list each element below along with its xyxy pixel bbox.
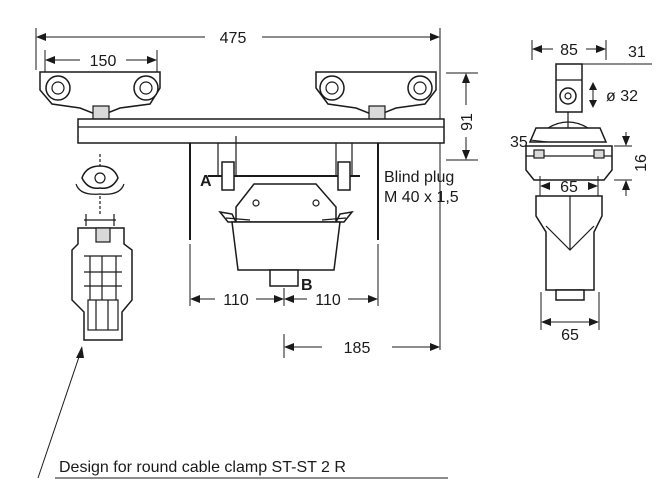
- dim-91-label: 91: [459, 113, 476, 131]
- dimension-16: 16: [614, 132, 650, 196]
- dim-85-label: 85: [560, 42, 578, 59]
- right-trolley: [315, 71, 437, 121]
- dimension-65-inner: 65: [539, 176, 599, 196]
- dim-475-label: 475: [220, 30, 247, 47]
- blind-plug-line1: Blind plug: [384, 169, 454, 186]
- side-view: 85 31 ø 32 35: [510, 40, 652, 344]
- dim-35-label: 35: [510, 134, 528, 151]
- dimension-150: 150: [44, 50, 158, 72]
- plug-housing: B: [218, 183, 354, 294]
- point-b-label: B: [301, 277, 313, 294]
- dim-31-label: 31: [628, 44, 646, 61]
- caption-leader: [37, 346, 448, 479]
- left-trolley: [39, 71, 161, 121]
- hanger-bars: A: [189, 143, 379, 240]
- dim-185-label: 185: [344, 340, 371, 357]
- dim-65-inner-label: 65: [560, 179, 578, 196]
- dimension-475: 475: [35, 28, 441, 350]
- dim-110-right-label: 110: [315, 292, 341, 309]
- dim-110-left-label: 110: [223, 292, 249, 309]
- dimension-65-bottom: 65: [540, 292, 600, 344]
- dimension-110-pair: 110 110: [189, 244, 379, 309]
- point-a-label: A: [200, 173, 212, 190]
- dimension-85: 85: [531, 40, 607, 60]
- dimension-185: 185: [283, 334, 440, 358]
- main-beam: [77, 118, 445, 144]
- dim-diameter-32-label: ø 32: [606, 88, 638, 105]
- dimension-91: 91: [446, 72, 478, 161]
- blind-plug-line2: M 40 x 1,5: [384, 189, 459, 206]
- dim-150-label: 150: [90, 53, 117, 70]
- dim-16-label: 16: [633, 154, 650, 172]
- dim-65-bottom-label: 65: [561, 327, 579, 344]
- cable-clamp-detail: [71, 154, 133, 341]
- front-view: 475 150: [35, 28, 478, 358]
- caption-text: Design for round cable clamp ST-ST 2 R: [59, 459, 346, 476]
